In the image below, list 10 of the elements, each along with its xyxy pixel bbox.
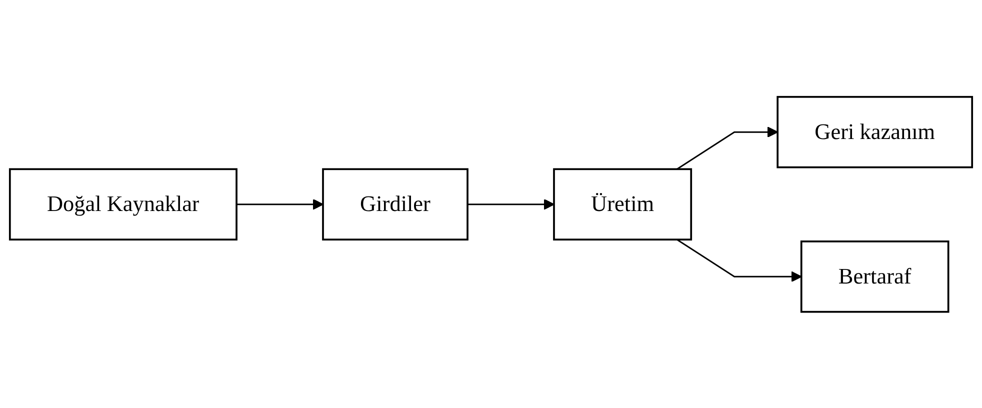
arrow: [676, 238, 802, 282]
node-box: [776, 96, 974, 168]
arrow: [236, 198, 324, 210]
node-box: [800, 240, 950, 312]
node-box: [322, 168, 468, 240]
arrow: [676, 126, 778, 170]
arrow: [468, 198, 554, 210]
node-box: [553, 168, 692, 240]
flowchart-diagram: Doğal Kaynaklar Girdiler Üretim Geri kazanım Bertaraf: [0, 86, 982, 322]
node-box: [8, 168, 238, 240]
